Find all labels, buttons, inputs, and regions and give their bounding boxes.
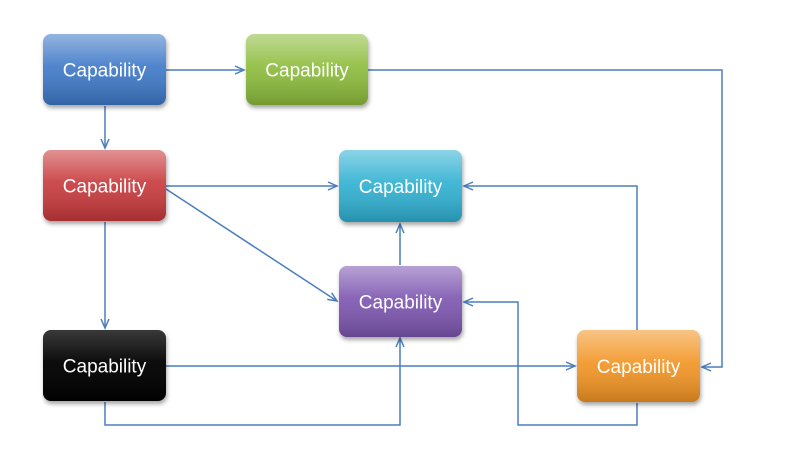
capability-node-label: Capability [359, 177, 443, 198]
connector-red-to-purple [165, 188, 339, 303]
capability-node-label: Capability [265, 61, 349, 82]
capability-node-black[interactable]: Capability [43, 330, 166, 401]
capability-node-label: Capability [63, 61, 147, 82]
capability-node-label: Capability [597, 357, 681, 378]
capability-node-label: Capability [359, 293, 443, 314]
connector-black-to-purple [104, 336, 405, 426]
capability-node-green[interactable]: Capability [246, 34, 368, 105]
capability-node-label: Capability [63, 357, 147, 378]
capability-node-red[interactable]: Capability [43, 150, 166, 221]
capability-nodes: Capability Capability Capability Capabil… [43, 34, 700, 402]
capability-node-blue[interactable]: Capability [43, 34, 166, 105]
connector-orange-to-purple [462, 297, 638, 426]
connector-orange-to-cyan [462, 181, 638, 330]
connectors [100, 65, 723, 426]
capability-node-cyan[interactable]: Capability [339, 150, 462, 222]
capability-node-orange[interactable]: Capability [577, 330, 700, 402]
capability-node-label: Capability [63, 177, 147, 198]
connector-green-to-orange [368, 69, 723, 372]
capability-node-purple[interactable]: Capability [339, 266, 462, 337]
